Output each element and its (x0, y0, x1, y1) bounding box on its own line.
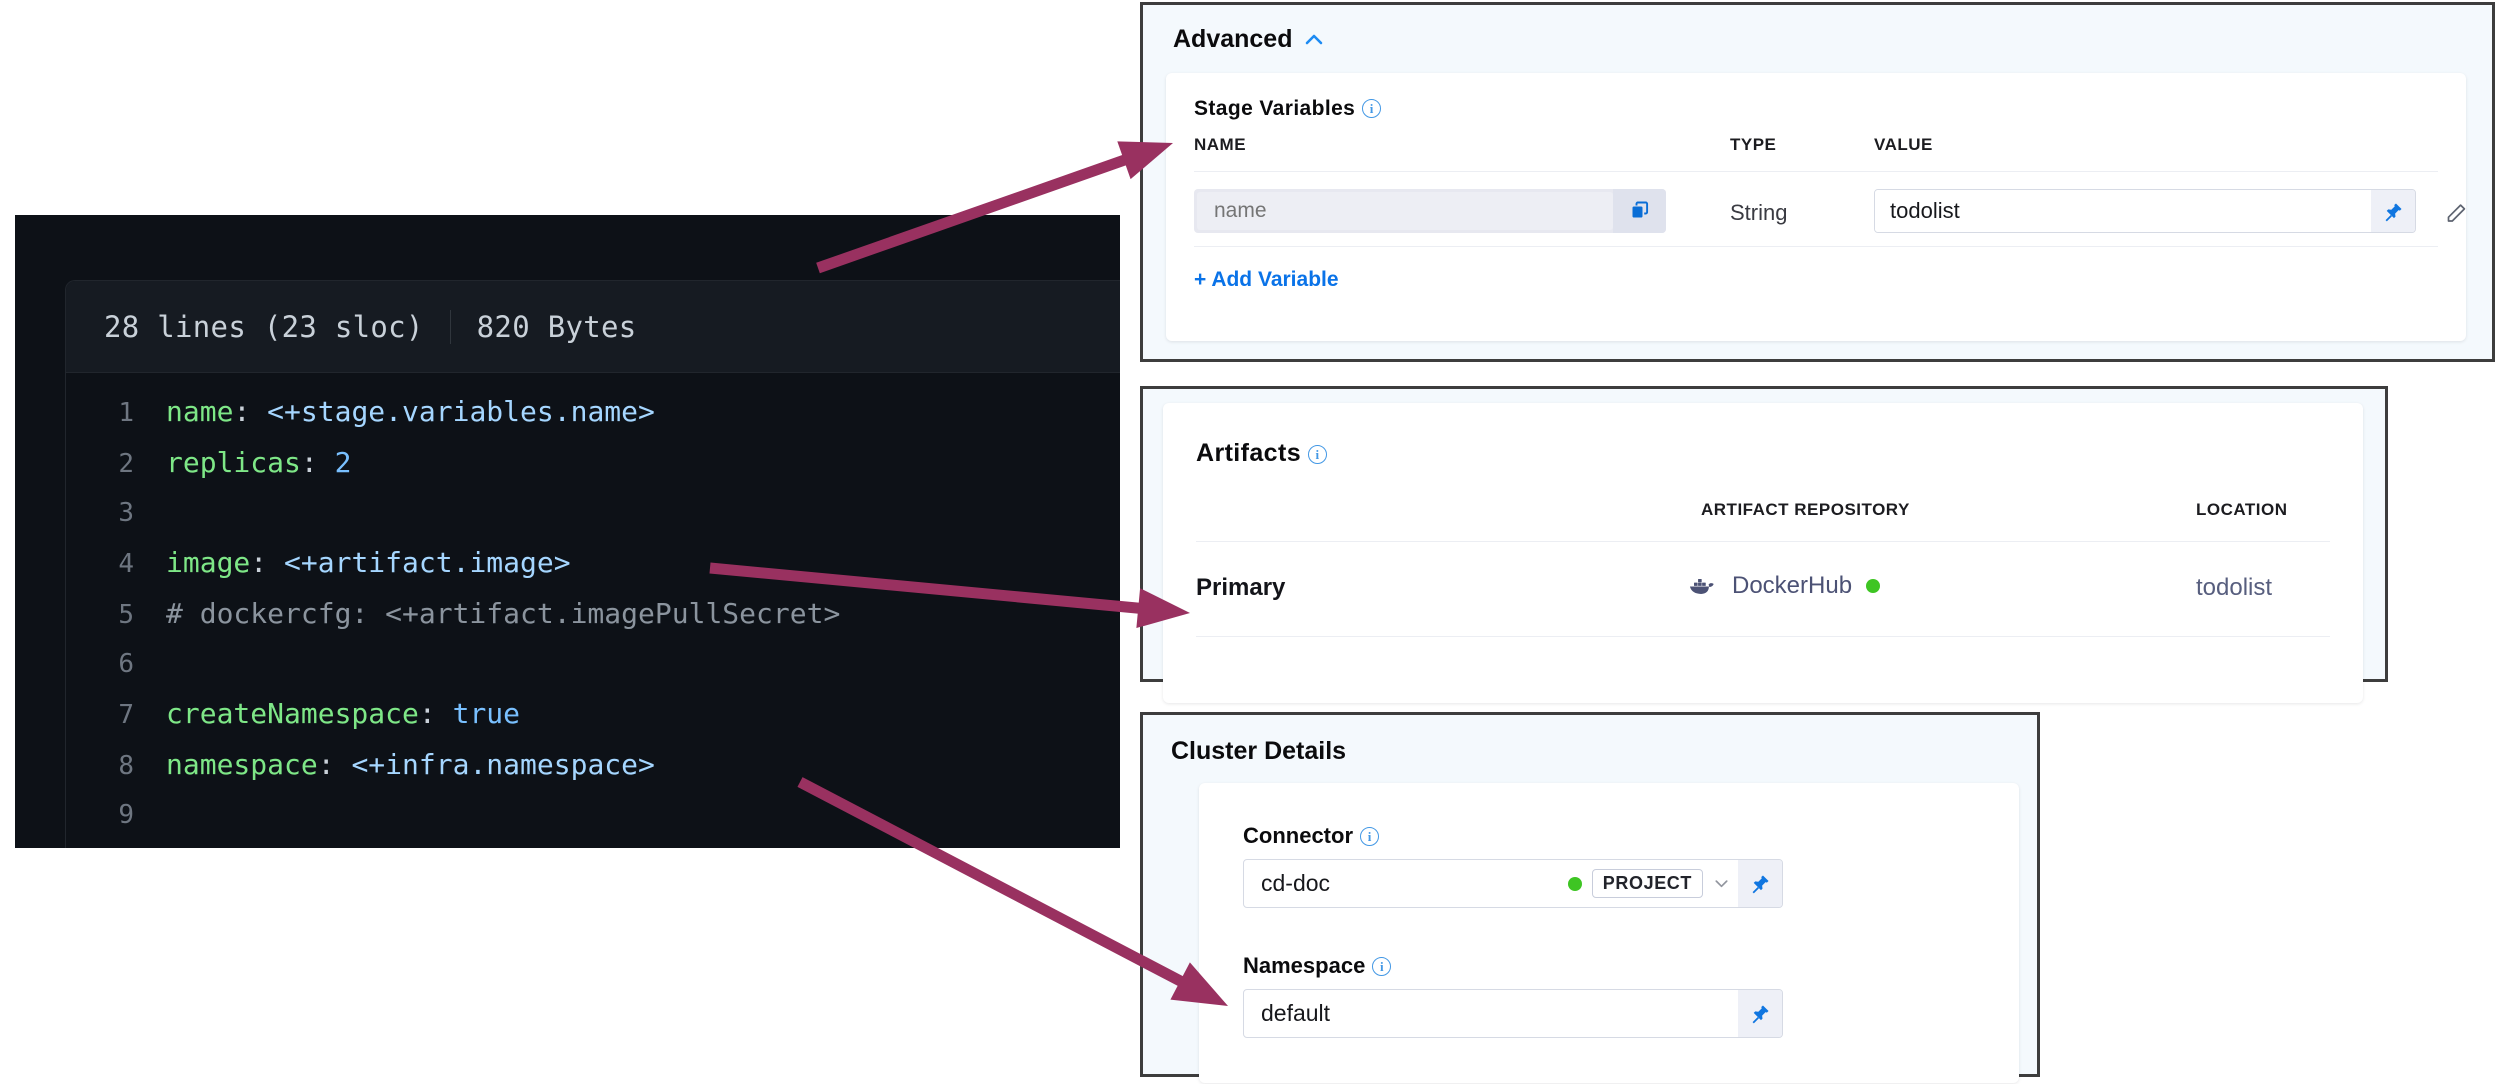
artifact-type: Primary (1196, 574, 1286, 601)
line-number: 7 (118, 700, 134, 730)
line-number: 4 (118, 549, 134, 579)
line-number: 5 (118, 600, 134, 630)
chevron-down-icon[interactable] (1713, 875, 1730, 892)
column-header-artifact-repository: ARTIFACT REPOSITORY (1701, 500, 1910, 519)
code-line: 7 createNamespace: true (66, 689, 1120, 740)
code-text: createNamespace: true (166, 697, 521, 730)
artifact-location: todolist (2196, 574, 2273, 601)
connector-field[interactable]: cd-doc PROJECT (1243, 859, 1783, 908)
code-line: 2 replicas: 2 (66, 438, 1120, 489)
code-line: 1 name: <+stage.variables.name> (66, 387, 1120, 438)
info-icon[interactable]: i (1308, 445, 1328, 464)
status-dot-icon (1567, 876, 1582, 891)
artifact-row[interactable]: Primary DockerHub (1196, 542, 2330, 636)
info-icon[interactable]: i (1360, 826, 1379, 846)
line-number: 6 (118, 649, 134, 679)
namespace-value[interactable]: default (1261, 1000, 1331, 1026)
variable-value-field[interactable] (1874, 189, 2416, 233)
advanced-title: Advanced (1173, 25, 1293, 53)
line-number: 1 (118, 398, 134, 428)
advanced-header[interactable]: Advanced (1173, 25, 1324, 54)
code-line: 9 (66, 791, 1120, 840)
code-file-meta: 28 lines (23 sloc) 820 Bytes (66, 281, 1120, 373)
namespace-field[interactable]: default (1243, 989, 1783, 1038)
meta-divider (449, 309, 451, 344)
line-number: 8 (118, 751, 134, 781)
code-line: 6 (66, 640, 1120, 689)
divider (1196, 636, 2330, 637)
code-text: # dockercfg: <+artifact.imagePullSecret> (166, 597, 841, 630)
code-size-label: 820 Bytes (476, 309, 637, 344)
column-header-name: NAME (1194, 135, 1247, 154)
code-text: name: <+stage.variables.name> (166, 395, 655, 428)
column-header-type: TYPE (1730, 135, 1777, 154)
code-lines[interactable]: 1 name: <+stage.variables.name> 2 replicas:… (66, 373, 1120, 840)
code-line: 4 image: <+artifact.image> (66, 538, 1120, 589)
pencil-icon[interactable] (2442, 198, 2472, 228)
info-icon[interactable]: i (1372, 956, 1392, 976)
line-number: 3 (118, 498, 134, 528)
stage-variable-row: String (1194, 172, 2466, 246)
code-card: 28 lines (23 sloc) 820 Bytes 1 name: <+st… (65, 280, 1120, 848)
pin-icon[interactable] (1738, 990, 1782, 1037)
artifact-repository-name: DockerHub (1732, 572, 1853, 599)
pin-icon[interactable] (1738, 860, 1782, 907)
stage-variables-column-headers: NAME TYPE VALUE (1194, 135, 2438, 157)
artifact-repository-cell: DockerHub (1688, 572, 1881, 600)
connector-scope-group: PROJECT (1567, 860, 1738, 907)
code-text: image: <+artifact.image> (166, 546, 571, 579)
divider (1194, 171, 2438, 172)
code-line: 5 # dockercfg: <+artifact.imagePullSecret… (66, 589, 1120, 640)
code-text: namespace: <+infra.namespace> (166, 748, 655, 781)
code-lines-label: 28 lines (23 sloc) (104, 309, 424, 344)
code-viewer: 28 lines (23 sloc) 820 Bytes 1 name: <+st… (15, 215, 1120, 848)
add-variable-button[interactable]: + Add Variable (1194, 268, 1339, 291)
artifacts-column-headers: ARTIFACT REPOSITORY LOCATION (1196, 500, 2330, 522)
docker-whale-icon (1689, 579, 1714, 594)
variable-name-field[interactable] (1194, 189, 1666, 233)
code-line: 8 namespace: <+infra.namespace> (66, 740, 1120, 791)
connector-value[interactable]: cd-doc (1261, 870, 1331, 896)
column-header-location: LOCATION (2196, 500, 2288, 519)
divider (1194, 246, 2438, 247)
divider (1196, 541, 2330, 542)
chevron-up-icon[interactable] (1304, 30, 1324, 50)
pin-icon[interactable] (2371, 190, 2415, 232)
status-dot-icon (1866, 579, 1881, 593)
column-header-value: VALUE (1874, 135, 1933, 154)
line-number: 2 (118, 449, 134, 479)
line-number: 9 (118, 800, 134, 830)
variable-value-input[interactable] (1875, 190, 2371, 232)
code-text: replicas: 2 (166, 446, 352, 479)
code-line: 3 (66, 489, 1120, 538)
scope-badge: PROJECT (1591, 869, 1703, 898)
info-icon[interactable]: i (1362, 99, 1382, 118)
variable-name-input[interactable] (1197, 192, 1613, 230)
copy-icon[interactable] (1613, 189, 1666, 233)
variable-type-value: String (1730, 200, 1788, 225)
cluster-details-title: Cluster Details (1171, 737, 1347, 765)
